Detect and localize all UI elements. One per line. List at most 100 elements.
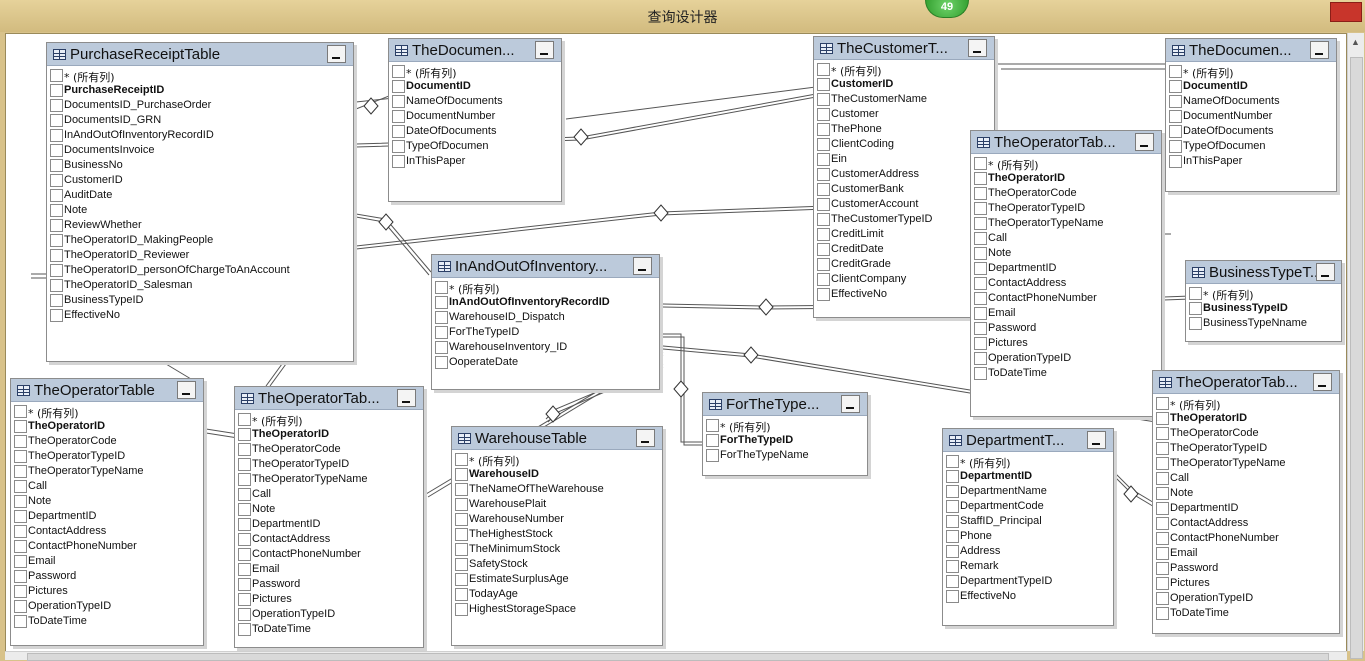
- column-checkbox[interactable]: [14, 495, 27, 508]
- column-checkbox[interactable]: [1156, 487, 1169, 500]
- column-checkbox[interactable]: [50, 249, 63, 262]
- column-checkbox[interactable]: [974, 202, 987, 215]
- column-checkbox[interactable]: [974, 232, 987, 245]
- column-checkbox[interactable]: [50, 264, 63, 277]
- column-row[interactable]: Note: [47, 203, 353, 218]
- column-row[interactable]: TheOperatorTypeID: [11, 449, 203, 464]
- minimize-icon[interactable]: [327, 45, 346, 63]
- column-checkbox[interactable]: [455, 498, 468, 511]
- column-row[interactable]: EffectiveNo: [943, 589, 1113, 604]
- column-row[interactable]: BusinessTypeID: [1186, 301, 1341, 316]
- table-header[interactable]: PurchaseReceiptTable: [47, 43, 353, 66]
- column-checkbox[interactable]: [238, 428, 251, 441]
- column-checkbox[interactable]: [946, 500, 959, 513]
- column-row[interactable]: ReviewWhether: [47, 218, 353, 233]
- column-row[interactable]: WarehouseNumber: [452, 512, 662, 527]
- column-checkbox[interactable]: [435, 311, 448, 324]
- column-checkbox[interactable]: [238, 473, 251, 486]
- column-checkbox[interactable]: [817, 288, 830, 301]
- all-columns-row[interactable]: * (所有列): [1186, 286, 1341, 302]
- all-columns-row[interactable]: * (所有列): [971, 156, 1161, 172]
- column-checkbox[interactable]: [1156, 457, 1169, 470]
- horizontal-scroll-thumb[interactable]: [27, 653, 1329, 661]
- column-row[interactable]: ToDateTime: [11, 614, 203, 629]
- all-columns-row[interactable]: * (所有列): [1166, 64, 1336, 80]
- column-checkbox[interactable]: [455, 603, 468, 616]
- column-checkbox[interactable]: [817, 273, 830, 286]
- column-row[interactable]: Pictures: [235, 592, 423, 607]
- column-checkbox[interactable]: [974, 337, 987, 350]
- column-row[interactable]: CustomerBank: [814, 182, 994, 197]
- column-checkbox[interactable]: [238, 548, 251, 561]
- column-checkbox[interactable]: [974, 217, 987, 230]
- column-row[interactable]: TodayAge: [452, 587, 662, 602]
- column-checkbox[interactable]: [50, 84, 63, 97]
- column-row[interactable]: ToDateTime: [971, 366, 1161, 381]
- column-checkbox[interactable]: [14, 450, 27, 463]
- column-checkbox[interactable]: [14, 480, 27, 493]
- column-checkbox[interactable]: [50, 279, 63, 292]
- column-row[interactable]: TheMinimumStock: [452, 542, 662, 557]
- column-checkbox[interactable]: [817, 78, 830, 91]
- column-checkbox[interactable]: [974, 187, 987, 200]
- table-card[interactable]: PurchaseReceiptTable * (所有列)PurchaseRece…: [46, 42, 354, 362]
- table-header[interactable]: TheCustomerT...: [814, 37, 994, 60]
- column-checkbox[interactable]: [974, 247, 987, 260]
- column-checkbox[interactable]: [1156, 532, 1169, 545]
- column-row[interactable]: Call: [971, 231, 1161, 246]
- column-checkbox[interactable]: [1169, 80, 1182, 93]
- column-row[interactable]: TheOperatorCode: [1153, 426, 1339, 441]
- column-checkbox[interactable]: [946, 575, 959, 588]
- column-checkbox[interactable]: [706, 419, 719, 432]
- column-checkbox[interactable]: [817, 93, 830, 106]
- table-header[interactable]: InAndOutOfInventory...: [432, 255, 659, 278]
- column-checkbox[interactable]: [14, 420, 27, 433]
- column-row[interactable]: Call: [11, 479, 203, 494]
- column-checkbox[interactable]: [50, 99, 63, 112]
- column-checkbox[interactable]: [1156, 442, 1169, 455]
- column-row[interactable]: CustomerID: [47, 173, 353, 188]
- all-columns-row[interactable]: * (所有列): [703, 418, 867, 434]
- column-checkbox[interactable]: [1169, 155, 1182, 168]
- column-checkbox[interactable]: [392, 65, 405, 78]
- column-row[interactable]: TheOperatorID_MakingPeople: [47, 233, 353, 248]
- column-checkbox[interactable]: [1169, 65, 1182, 78]
- column-checkbox[interactable]: [1156, 397, 1169, 410]
- table-header[interactable]: TheOperatorTable: [11, 379, 203, 402]
- column-checkbox[interactable]: [817, 258, 830, 271]
- column-row[interactable]: TheOperatorID: [971, 171, 1161, 186]
- column-row[interactable]: CustomerAddress: [814, 167, 994, 182]
- column-row[interactable]: DepartmentID: [235, 517, 423, 532]
- column-row[interactable]: Customer: [814, 107, 994, 122]
- column-checkbox[interactable]: [974, 367, 987, 380]
- close-button[interactable]: [1330, 2, 1362, 22]
- column-checkbox[interactable]: [14, 405, 27, 418]
- column-row[interactable]: AuditDate: [47, 188, 353, 203]
- table-header[interactable]: TheOperatorTab...: [235, 387, 423, 410]
- column-row[interactable]: CreditLimit: [814, 227, 994, 242]
- column-row[interactable]: DateOfDocuments: [1166, 124, 1336, 139]
- column-checkbox[interactable]: [455, 573, 468, 586]
- column-checkbox[interactable]: [1156, 517, 1169, 530]
- column-checkbox[interactable]: [1156, 562, 1169, 575]
- column-row[interactable]: TypeOfDocumen: [389, 139, 561, 154]
- column-row[interactable]: TheOperatorCode: [235, 442, 423, 457]
- column-row[interactable]: DocumentsID_GRN: [47, 113, 353, 128]
- column-checkbox[interactable]: [14, 540, 27, 553]
- column-checkbox[interactable]: [1156, 412, 1169, 425]
- column-checkbox[interactable]: [392, 125, 405, 138]
- column-row[interactable]: StaffID_Principal: [943, 514, 1113, 529]
- column-row[interactable]: WarehousePlait: [452, 497, 662, 512]
- column-row[interactable]: Address: [943, 544, 1113, 559]
- column-checkbox[interactable]: [817, 123, 830, 136]
- column-checkbox[interactable]: [455, 513, 468, 526]
- column-row[interactable]: WarehouseInventory_ID: [432, 340, 659, 355]
- column-row[interactable]: EffectiveNo: [47, 308, 353, 323]
- column-checkbox[interactable]: [1189, 302, 1202, 315]
- column-row[interactable]: ContactPhoneNumber: [1153, 531, 1339, 546]
